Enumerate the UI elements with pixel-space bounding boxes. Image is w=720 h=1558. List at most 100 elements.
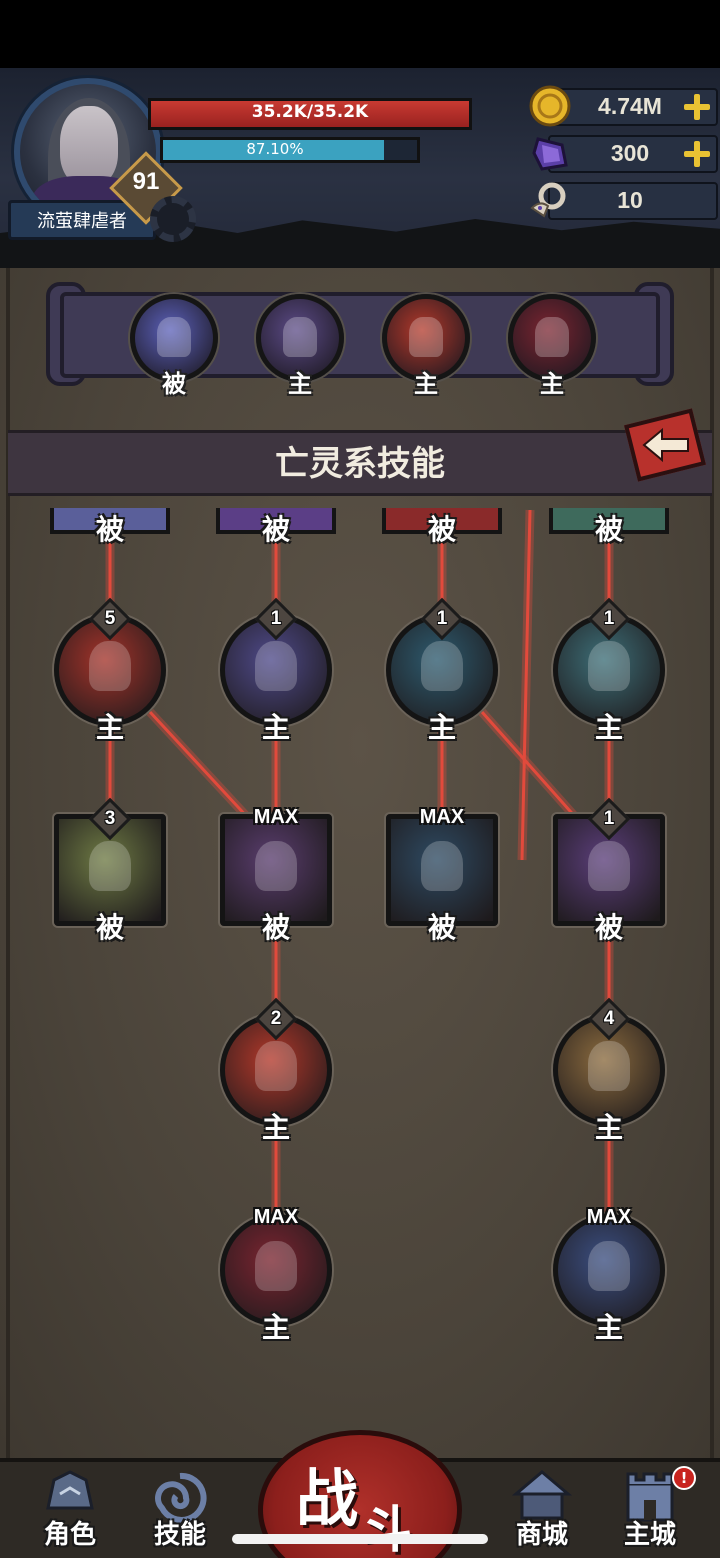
skill-node-screaming-head[interactable]	[220, 614, 332, 726]
skill-type-label: 主	[95, 711, 124, 744]
demon-mask-icon	[255, 1241, 297, 1291]
avatar-face	[60, 106, 118, 186]
partial-node-type-label: 被	[261, 513, 290, 546]
fire-claw-icon	[255, 1041, 297, 1091]
skill-type-label: 被	[427, 911, 456, 944]
castle-icon	[626, 1472, 674, 1522]
player-name: 流萤肆虐者	[37, 211, 127, 232]
battle-label-2: 斗	[362, 1501, 412, 1558]
gold-value: 4.74M	[598, 93, 662, 119]
skill-level-number: 1	[603, 808, 615, 829]
skill-type-label: 主	[594, 711, 623, 744]
hp-bar-fill	[151, 101, 469, 127]
nav-shop-label: 商城	[515, 1520, 568, 1550]
skill-node-spectral-blade[interactable]	[553, 814, 665, 926]
skill-level-number: 1	[270, 608, 282, 629]
scythe-skull-icon	[588, 641, 630, 691]
skill-node-necromancer-staff[interactable]	[553, 1214, 665, 1326]
shop-tent-icon	[512, 1470, 572, 1520]
partial-passive-node[interactable]	[50, 508, 170, 534]
skill-type-label: 主	[594, 1311, 623, 1344]
skill-level-number: 5	[104, 608, 116, 629]
nav-shop[interactable]: 商城	[490, 1466, 594, 1558]
main-city-alert-badge: !	[672, 1466, 696, 1490]
nav-character-label: 角色	[43, 1520, 96, 1550]
skill-level-max: MAX	[253, 806, 299, 828]
tree-link	[480, 711, 580, 821]
soul-shard-icon	[421, 841, 463, 891]
skill-type-label: 被	[261, 911, 290, 944]
panel-title-bar	[8, 430, 712, 496]
equipped-skill-slot-3[interactable]	[382, 294, 470, 382]
skill-level-max: MAX	[419, 806, 465, 828]
equipped-skill-type-label: 主	[540, 370, 564, 398]
skill-node-flaming-skull[interactable]	[220, 814, 332, 926]
fire-claw-icon	[409, 317, 443, 357]
xp-bar	[160, 137, 420, 163]
helmet-icon	[46, 1470, 94, 1510]
skill-type-label: 主	[261, 711, 290, 744]
flaming-skull-icon	[255, 841, 297, 891]
skill-node-skull-scythe[interactable]	[553, 614, 665, 726]
ghost-wind-icon	[588, 1041, 630, 1091]
board-frame	[6, 268, 714, 1458]
add-gold-plus-icon[interactable]	[684, 94, 710, 120]
partial-node-type-label: 被	[427, 513, 456, 546]
purple-crystal-icon	[532, 137, 568, 171]
partial-passive-node[interactable]	[549, 508, 669, 534]
ram-skull-icon	[530, 182, 566, 218]
skill-level-number: 4	[603, 1008, 615, 1029]
blue-spear-icon	[157, 317, 191, 357]
hp-bar	[148, 98, 472, 130]
skill-type-label: 主	[261, 1111, 290, 1144]
skill-type-label: 主	[427, 711, 456, 744]
demon-mask-icon	[535, 317, 569, 357]
settings-gear-icon[interactable]	[150, 196, 196, 242]
add-crystal-plus-icon[interactable]	[684, 141, 710, 167]
panel-title: 亡灵系技能	[275, 444, 445, 484]
player-level: 91	[132, 168, 160, 195]
tree-link	[148, 710, 252, 822]
back-arrow-icon	[642, 427, 689, 463]
battle-label-1: 战	[296, 1462, 359, 1535]
hp-text: 35.2K/35.2K	[251, 102, 369, 122]
gold-coin-icon	[529, 85, 571, 127]
home-indicator	[232, 1534, 488, 1544]
equipped-skill-slot-4[interactable]	[508, 294, 596, 382]
equipped-skill-type-label: 主	[288, 370, 312, 398]
spectral-blade-icon	[588, 841, 630, 891]
status-bar	[0, 0, 720, 68]
skill-level-number: 3	[104, 808, 116, 829]
partial-node-type-label: 被	[95, 513, 124, 546]
bleeding-skull-icon	[89, 841, 131, 891]
equipped-skill-type-label: 被	[162, 370, 186, 398]
necromancer-staff-icon	[588, 1241, 630, 1291]
skill-node-demon-mask[interactable]	[220, 1214, 332, 1326]
skill-level-max: MAX	[586, 1206, 632, 1228]
swirl-icon	[155, 1472, 207, 1523]
nav-main-city[interactable]: 主城	[598, 1466, 702, 1558]
nav-skills-label: 技能	[153, 1520, 206, 1550]
blood-splash-icon	[89, 641, 131, 691]
skill-node-soul-shard[interactable]	[386, 814, 498, 926]
partial-passive-node[interactable]	[382, 508, 502, 534]
equipped-skill-slot-1[interactable]	[130, 294, 218, 382]
partial-passive-node[interactable]	[216, 508, 336, 534]
nav-character[interactable]: 角色	[18, 1466, 122, 1558]
skill-level-number: 1	[603, 608, 615, 629]
ram-token-row	[548, 182, 718, 220]
partial-node-type-label: 被	[594, 513, 623, 546]
skill-type-label: 被	[95, 911, 124, 944]
screaming-head-icon	[255, 641, 297, 691]
skeleton-icon	[283, 317, 317, 357]
skill-type-label: 主	[261, 1311, 290, 1344]
crystal-value: 300	[610, 140, 650, 166]
nav-skills[interactable]: 技能	[128, 1466, 232, 1558]
skill-type-label: 被	[594, 911, 623, 944]
equipped-skill-slot-2[interactable]	[256, 294, 344, 382]
shadow-rift-icon	[421, 641, 463, 691]
nav-main-city-label: 主城	[623, 1520, 676, 1550]
tree-link	[520, 509, 532, 861]
ram-token-value: 10	[617, 187, 643, 213]
skill-level-number: 2	[270, 1008, 282, 1029]
